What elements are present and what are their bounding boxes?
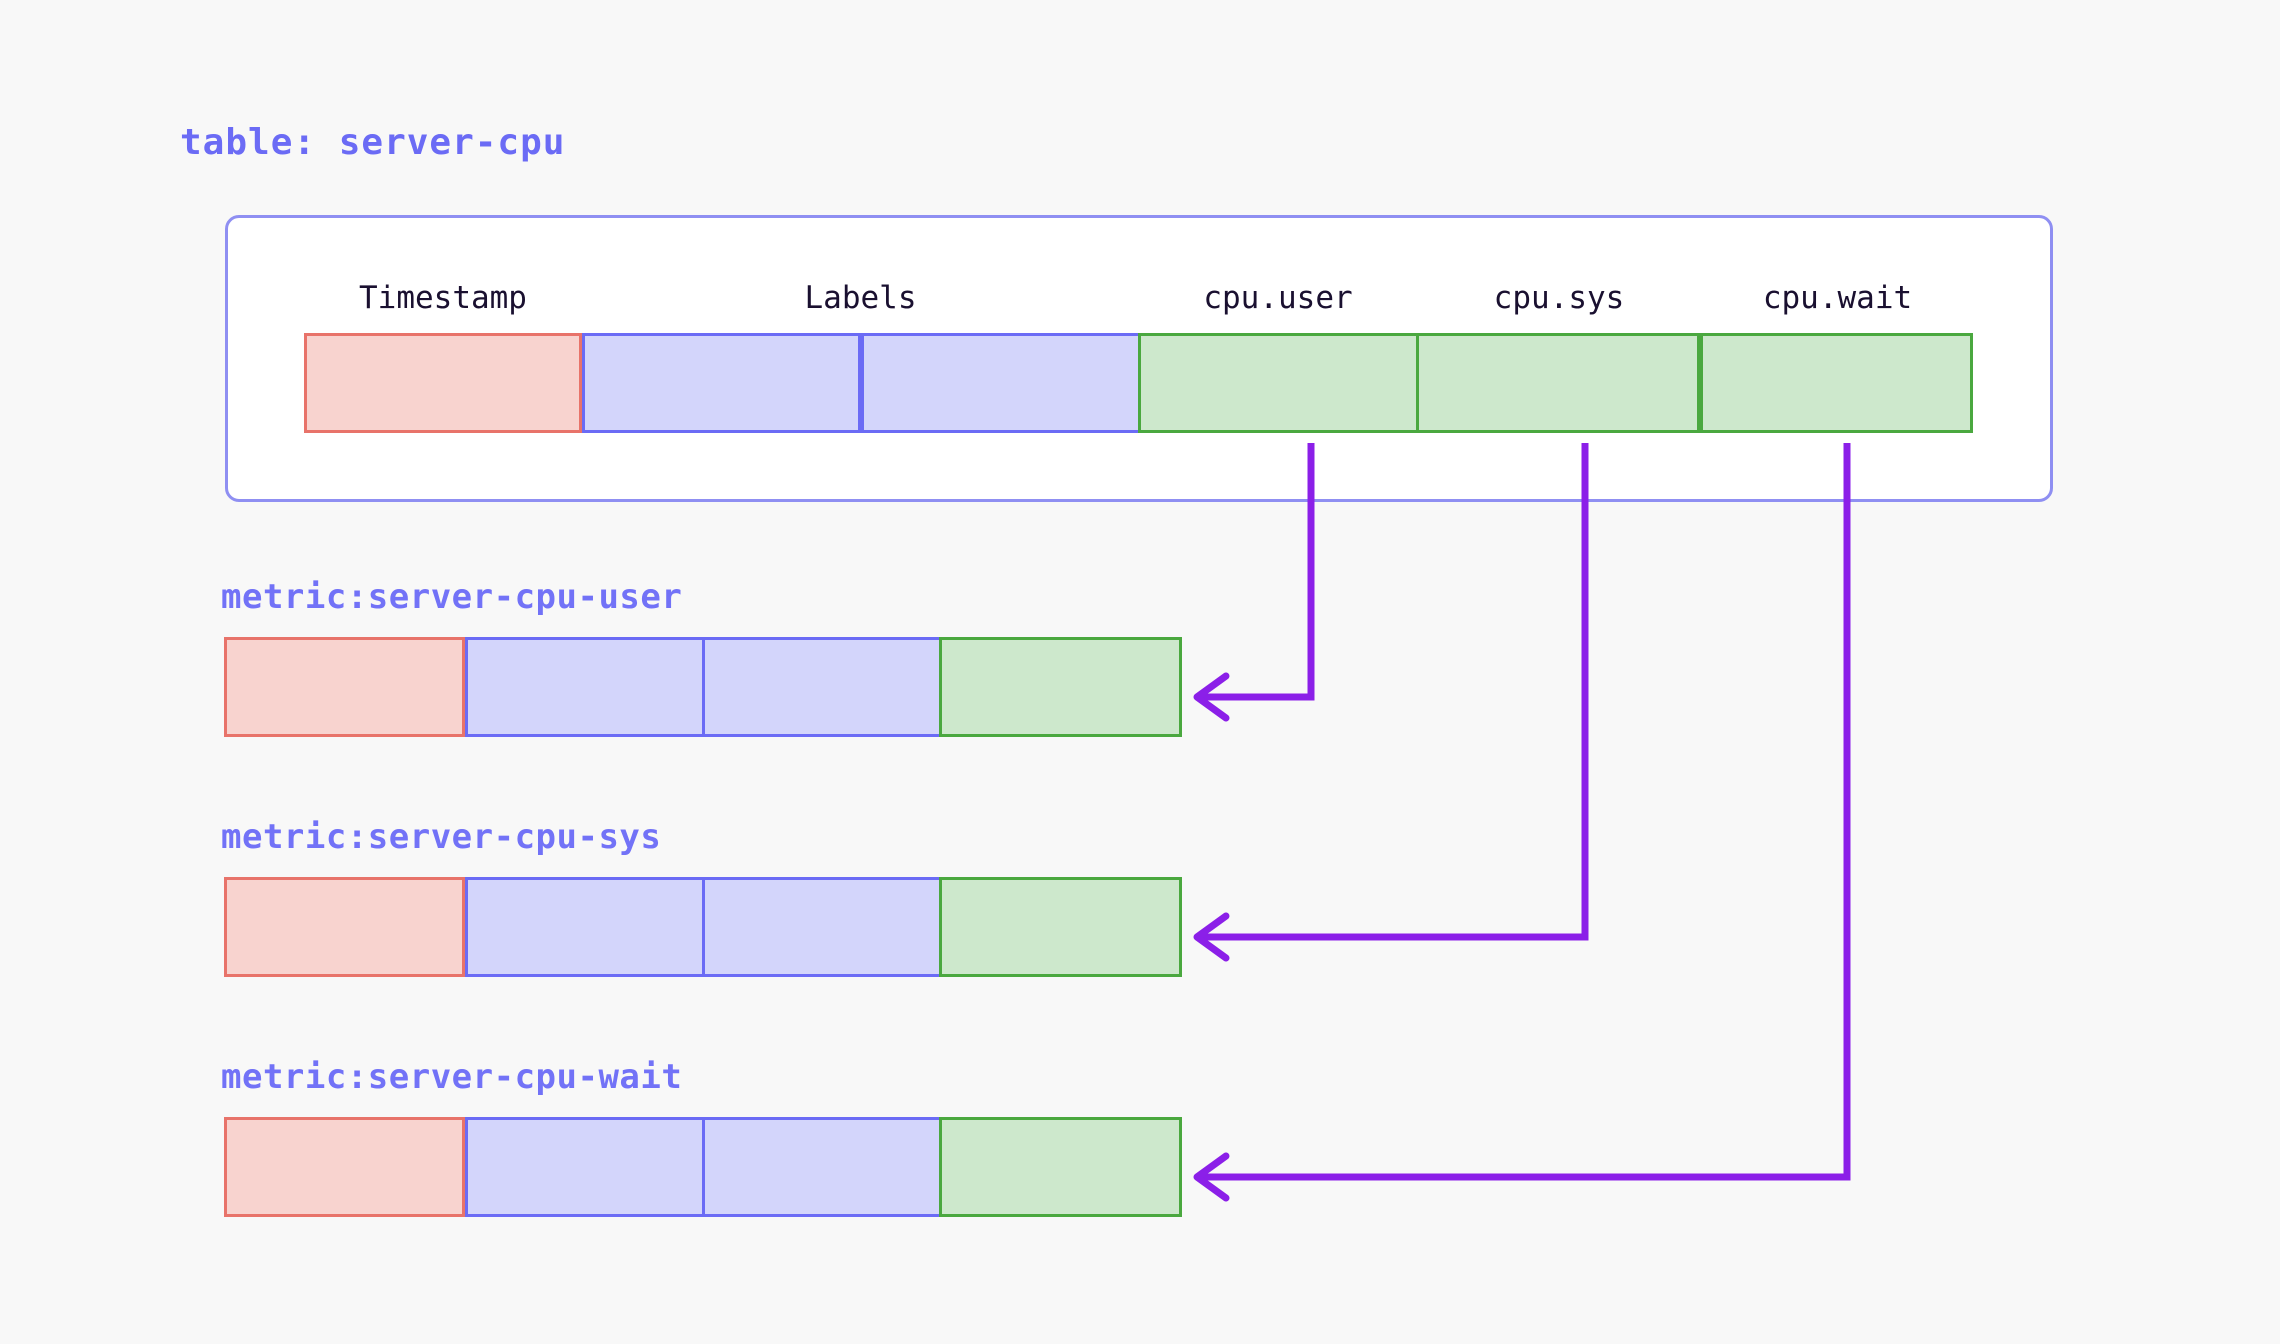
- arrowhead-metric-wait: [1193, 1152, 1230, 1202]
- table-column-headers: Timestamp Labels cpu.user cpu.sys cpu.wa…: [225, 275, 2053, 321]
- column-header-cpu-sys: cpu.sys: [1493, 280, 1625, 316]
- column-header-timestamp: Timestamp: [359, 280, 527, 316]
- metric-cell-label-2: [702, 877, 942, 977]
- column-header-cpu-user: cpu.user: [1203, 280, 1353, 316]
- table-cell-label-1: [582, 333, 861, 433]
- metric-cell-label-1: [465, 877, 705, 977]
- column-header-labels: Labels: [804, 280, 917, 316]
- metric-cell-timestamp: [224, 877, 465, 977]
- column-header-cpu-wait: cpu.wait: [1762, 280, 1913, 316]
- metric-cell-label-1: [465, 637, 705, 737]
- metric-title-server-cpu-sys: metric:server-cpu-sys: [221, 817, 662, 857]
- metric-title-server-cpu-user: metric:server-cpu-user: [221, 577, 683, 617]
- metric-cell-value: [939, 637, 1182, 737]
- metric-cell-label-2: [702, 1117, 942, 1217]
- arrowhead-metric-user: [1193, 672, 1230, 722]
- connector-cpu-wait-to-metric-wait: [1200, 443, 1851, 1181]
- table-cell-timestamp: [304, 333, 582, 433]
- metric-cell-timestamp: [224, 1117, 465, 1217]
- metric-title-server-cpu-wait: metric:server-cpu-wait: [221, 1057, 683, 1097]
- table-title: table: server-cpu: [180, 122, 566, 163]
- arrowhead-metric-sys: [1193, 912, 1230, 962]
- metric-cell-label-1: [465, 1117, 705, 1217]
- table-cell-cpu-wait: [1700, 333, 1973, 433]
- table-cell-cpu-sys: [1416, 333, 1700, 433]
- metric-cell-label-2: [702, 637, 942, 737]
- metric-cell-timestamp: [224, 637, 465, 737]
- metric-cell-value: [939, 877, 1182, 977]
- connector-cpu-sys-to-metric-sys: [1200, 443, 1589, 941]
- table-cell-label-2: [861, 333, 1141, 433]
- metric-cell-value: [939, 1117, 1182, 1217]
- table-cell-cpu-user: [1138, 333, 1419, 433]
